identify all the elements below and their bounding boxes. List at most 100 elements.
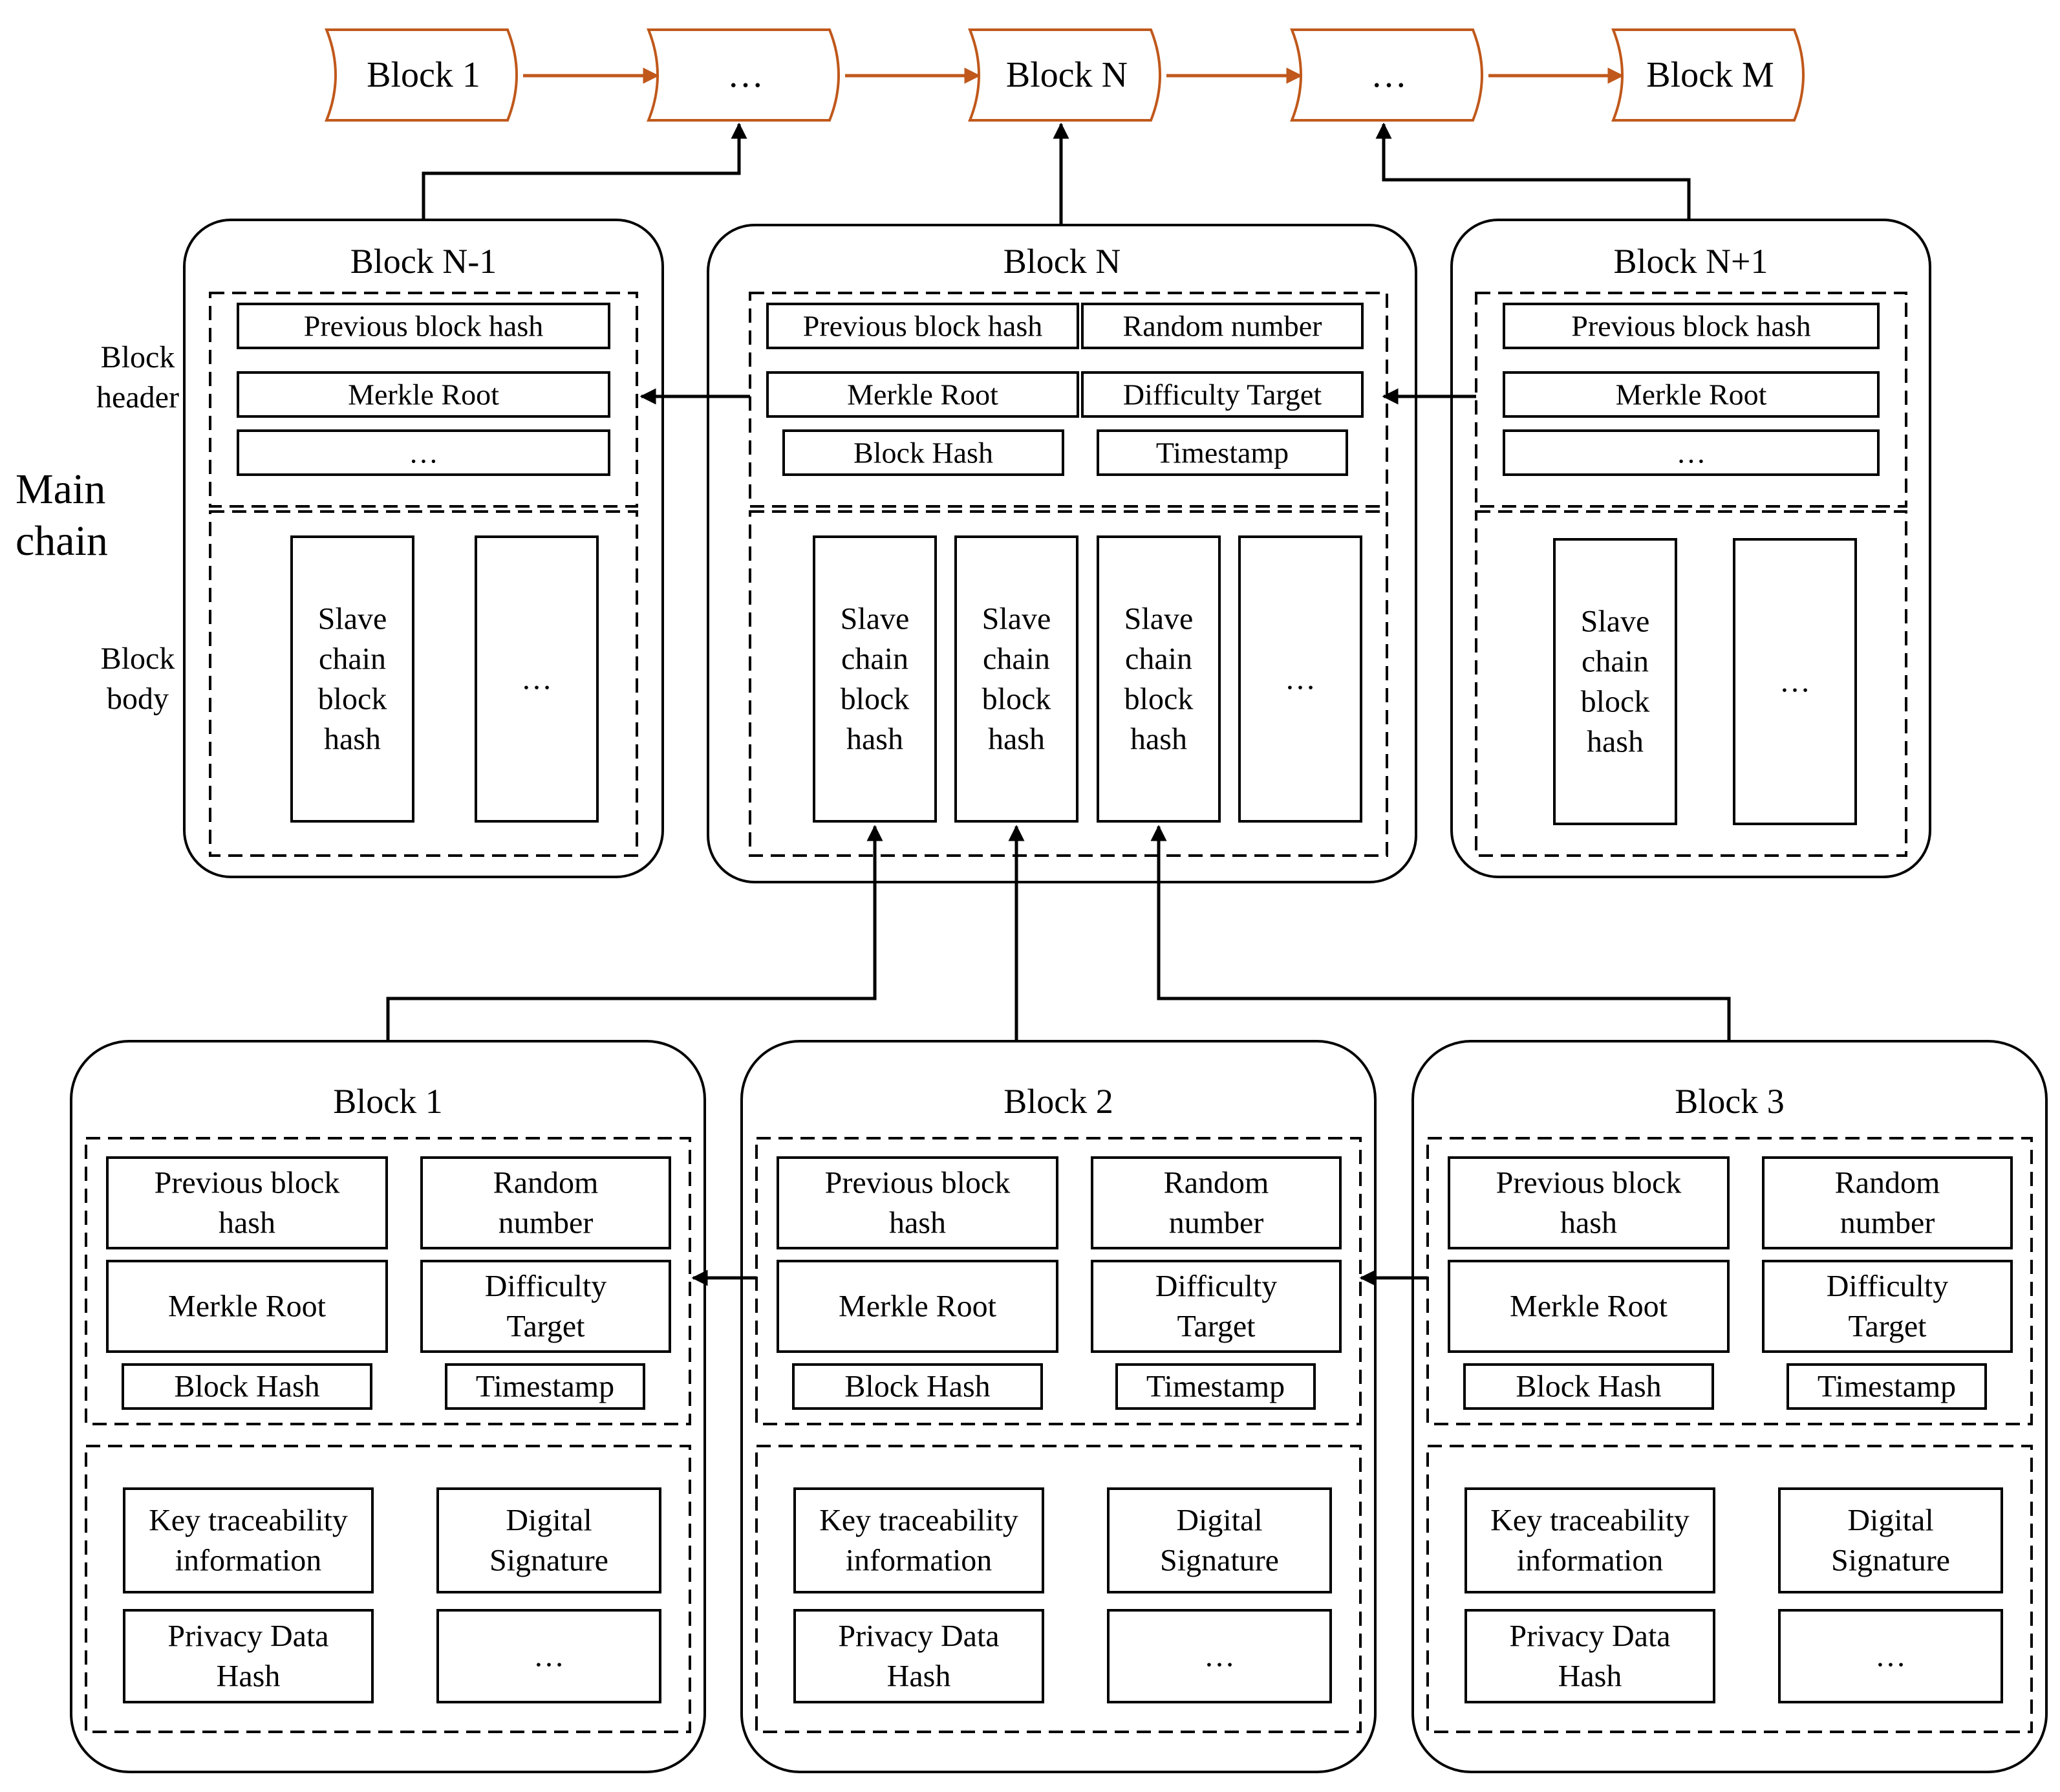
chain-block-label-1: Block 1 — [367, 55, 480, 95]
slave-header-field-text: Timestamp — [476, 1370, 614, 1404]
main-chain-label-line1: Main — [16, 466, 105, 513]
header-field-text: Previous block hash — [304, 310, 544, 343]
chain-block-label-2: … — [727, 55, 764, 95]
arrow-slave-block-3-to-main — [1150, 825, 1731, 1041]
slave-body-field-text: Digital — [1847, 1504, 1933, 1538]
slave-header-field-text: Timestamp — [1818, 1370, 1956, 1404]
chain-block-shape-1 — [325, 28, 518, 122]
slave-body-field-text: Signature — [1831, 1544, 1950, 1578]
main-block-title: Block N — [1003, 242, 1121, 281]
block-body-dashed-region — [749, 510, 1388, 857]
body-item-text: Slave — [1581, 605, 1650, 639]
header-field-text: Merkle Root — [1616, 378, 1767, 411]
chain-blocks: Block 1…Block N…Block M — [325, 28, 1805, 122]
header-field — [1081, 371, 1364, 418]
slave-body-field-text: … — [1204, 1639, 1235, 1674]
slave-header-field-text: number — [1169, 1206, 1264, 1240]
body-item-box — [1097, 535, 1221, 823]
slave-body-field-text: information — [1517, 1544, 1664, 1578]
slave-header-field-text: Difficulty — [1155, 1269, 1277, 1304]
slave-body-field-text: Privacy Data — [1509, 1619, 1670, 1654]
header-field — [1503, 371, 1880, 418]
header-field-text: … — [409, 437, 438, 470]
block-header-label-line2: header — [96, 380, 179, 415]
slave-header-field-text: number — [1840, 1206, 1935, 1240]
slave-header-field — [420, 1260, 671, 1353]
body-item-text: block — [982, 682, 1051, 717]
slave-block-frame — [740, 1040, 1377, 1773]
slave-header-field-text: Timestamp — [1146, 1370, 1285, 1404]
slave-body-field — [1778, 1609, 2003, 1703]
connectors — [386, 122, 1731, 1286]
slave-header-field-text: Target — [1848, 1310, 1927, 1344]
slave-header-dashed-region — [1426, 1137, 2033, 1425]
slave-header-field — [777, 1260, 1058, 1353]
main-block-title: Block N-1 — [350, 242, 497, 281]
slave-body-field-text: Hash — [217, 1659, 281, 1694]
body-item-box — [1238, 535, 1362, 823]
slave-header-field — [792, 1363, 1043, 1410]
chain-block-shape-5 — [1611, 28, 1805, 122]
chain-block-shape-3 — [968, 28, 1161, 122]
header-field-text: Block Hash — [853, 437, 993, 470]
block-body-dashed-region — [1475, 510, 1907, 857]
body-item-text: … — [1285, 662, 1316, 696]
header-field-text: Previous block hash — [1571, 310, 1811, 343]
header-field — [237, 303, 610, 349]
header-field — [1097, 429, 1348, 476]
chain-block-label-5: Block M — [1646, 55, 1774, 95]
slave-body-field-text: Digital — [506, 1504, 592, 1538]
body-item-text: hash — [1587, 725, 1644, 759]
slave-header-field — [1463, 1363, 1714, 1410]
slave-header-field — [1115, 1363, 1316, 1410]
slave-header-field — [106, 1156, 388, 1249]
slave-body-field-text: Key traceability — [819, 1504, 1018, 1538]
header-field-text: … — [1677, 437, 1706, 470]
slave-header-field-text: Previous block — [155, 1166, 340, 1200]
header-field-text: Merkle Root — [847, 378, 998, 411]
header-field-text: Timestamp — [1156, 437, 1289, 470]
body-item-text: Slave — [318, 602, 387, 636]
slave-body-field-text: … — [1875, 1639, 1906, 1674]
slave-header-field-text: Merkle Root — [168, 1290, 327, 1324]
slave-header-field — [1091, 1260, 1342, 1353]
slave-header-field — [122, 1363, 372, 1410]
slave-header-field — [1091, 1156, 1342, 1249]
slave-header-field-text: Merkle Root — [1510, 1290, 1668, 1324]
slave-header-field-text: hash — [219, 1206, 275, 1240]
slave-body-dashed-region — [85, 1445, 691, 1733]
slave-header-field-text: Difficulty — [1827, 1269, 1948, 1304]
header-field — [237, 371, 610, 418]
header-field-text: Random number — [1123, 310, 1322, 343]
slave-header-field-text: Target — [1177, 1310, 1256, 1344]
slave-body-field-text: information — [846, 1544, 992, 1578]
slave-body-field — [436, 1487, 661, 1593]
body-item-text: block — [318, 682, 387, 717]
slave-header-field — [445, 1363, 645, 1410]
block-body-label-line2: body — [107, 682, 169, 716]
slave-body-field — [436, 1609, 661, 1703]
main-block-title: Block N+1 — [1614, 242, 1768, 281]
body-item-box — [1733, 538, 1857, 825]
body-item-text: … — [1779, 665, 1810, 699]
body-item-text: block — [841, 682, 910, 717]
slave-body-field — [123, 1609, 374, 1703]
header-field — [766, 371, 1079, 418]
slave-body-field — [793, 1609, 1044, 1703]
body-item-text: chain — [841, 642, 908, 676]
block-header-label-line1: Block — [101, 340, 175, 374]
slave-body-field — [1465, 1487, 1715, 1593]
slave-header-field-text: hash — [1560, 1206, 1617, 1240]
slave-header-field-text: Target — [506, 1310, 585, 1344]
header-field — [1503, 429, 1880, 476]
header-field — [782, 429, 1064, 476]
slave-header-field-text: Random — [493, 1166, 599, 1200]
body-item-box — [290, 535, 414, 823]
header-field — [1503, 303, 1880, 349]
slave-body-field — [1107, 1609, 1332, 1703]
slave-header-field-text: Merkle Root — [839, 1290, 997, 1324]
slave-block-frame — [70, 1040, 706, 1773]
